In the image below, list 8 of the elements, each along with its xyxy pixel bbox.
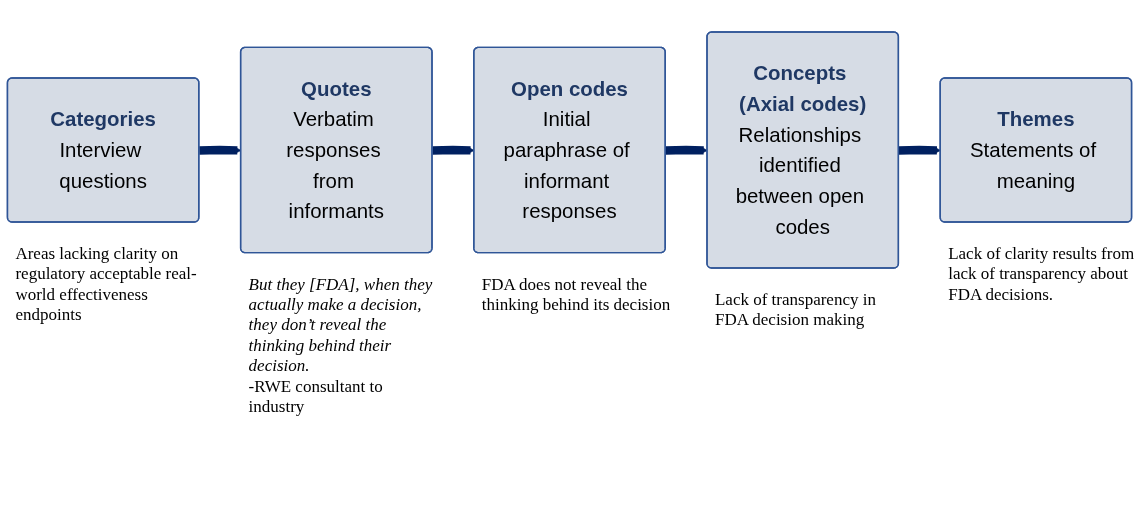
- arrow: [898, 145, 941, 155]
- note-text: Lack of transparency in FDA decision making: [715, 290, 877, 331]
- note-text: Areas lacking clarity on regulatory acceptable real-world effectiveness endpoints: [15, 244, 198, 326]
- note-text: FDA does not reveal the thinking behind its decision: [481, 274, 672, 316]
- note-text: Lack of clarity results from lack of transparency about FDA decisions.: [948, 244, 1136, 306]
- note-text: -RWE consultant to industry: [248, 376, 384, 418]
- arrow: [665, 145, 708, 155]
- note-text: But they [FDA], when they actually make a decision, they don’t reveal the thinking behind their decision.: [248, 274, 434, 377]
